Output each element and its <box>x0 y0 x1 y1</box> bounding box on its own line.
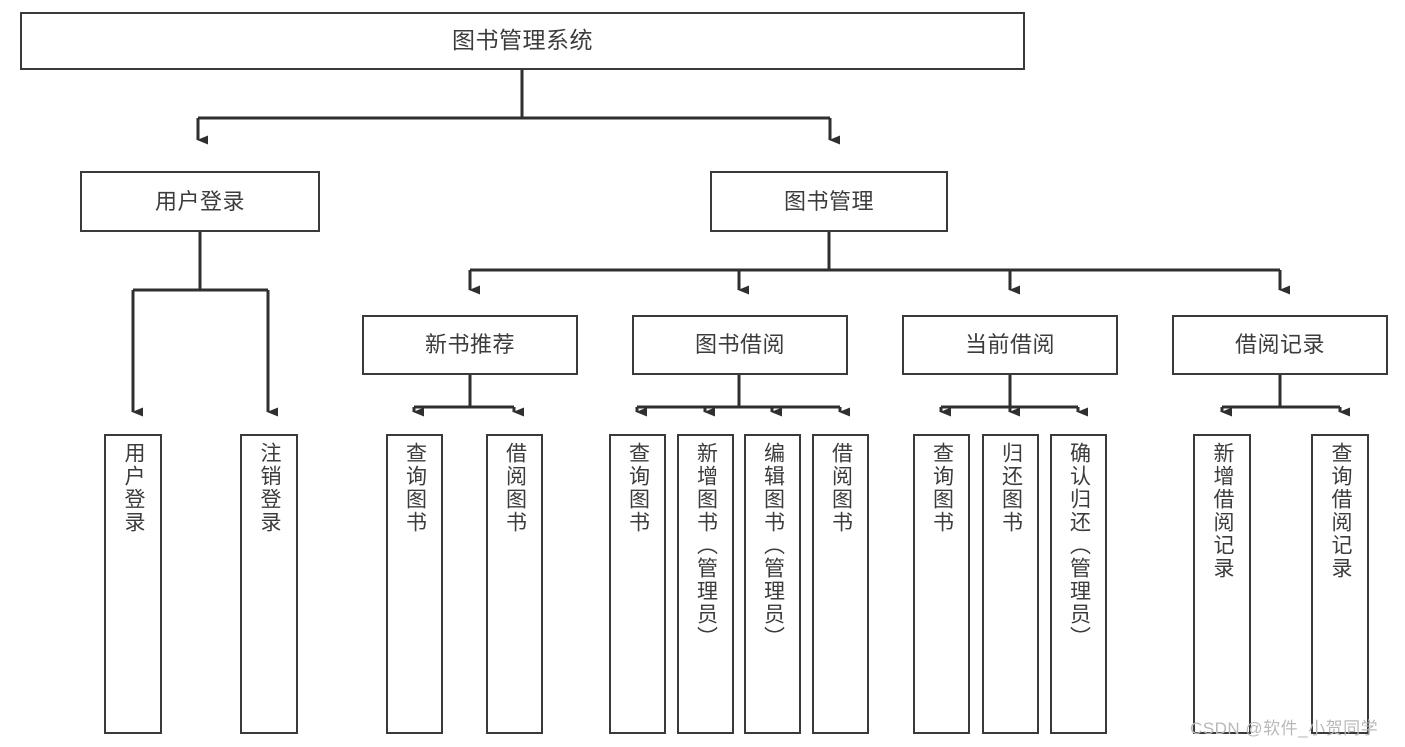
leaf-add-book-label: 新增图书（管理员） <box>694 442 718 649</box>
leaf-edit-book-label: 编辑图书（管理员） <box>761 442 785 649</box>
leaf-query-borrow-record-label: 查询借阅记录 <box>1329 442 1353 580</box>
leaf-add-book[interactable]: 新增图书（管理员） <box>677 434 734 734</box>
node-borrow-record-label: 借阅记录 <box>1234 332 1325 358</box>
leaf-borrow-book-recommend-label: 借阅图书 <box>503 442 527 534</box>
node-book-manage[interactable]: 图书管理 <box>710 171 948 232</box>
leaf-query-book-current[interactable]: 查询图书 <box>913 434 970 734</box>
node-current-borrow[interactable]: 当前借阅 <box>902 315 1118 375</box>
leaf-query-book-recommend[interactable]: 查询图书 <box>386 434 443 734</box>
leaf-borrow-book[interactable]: 借阅图书 <box>812 434 869 734</box>
node-book-manage-label: 图书管理 <box>783 188 874 214</box>
leaf-add-borrow-record[interactable]: 新增借阅记录 <box>1193 434 1251 734</box>
node-current-borrow-label: 当前借阅 <box>964 332 1055 358</box>
leaf-query-book-recommend-label: 查询图书 <box>403 442 427 534</box>
leaf-query-borrow-record[interactable]: 查询借阅记录 <box>1311 434 1369 734</box>
node-user-login[interactable]: 用户登录 <box>80 171 320 232</box>
node-root-label: 图书管理系统 <box>452 27 593 54</box>
leaf-user-login[interactable]: 用户登录 <box>104 434 162 734</box>
node-new-book-recommend-label: 新书推荐 <box>424 332 515 358</box>
node-user-login-label: 用户登录 <box>154 188 245 214</box>
leaf-borrow-book-label: 借阅图书 <box>829 442 853 534</box>
leaf-edit-book[interactable]: 编辑图书（管理员） <box>744 434 801 734</box>
node-book-borrow-label: 图书借阅 <box>694 332 785 358</box>
leaf-user-login-label: 用户登录 <box>122 442 146 534</box>
node-root[interactable]: 图书管理系统 <box>20 12 1025 70</box>
leaf-confirm-return[interactable]: 确认归还（管理员） <box>1050 434 1107 734</box>
leaf-return-book-label: 归还图书 <box>999 442 1023 534</box>
leaf-logout[interactable]: 注销登录 <box>240 434 298 734</box>
leaf-query-book-borrow[interactable]: 查询图书 <box>609 434 666 734</box>
leaf-add-borrow-record-label: 新增借阅记录 <box>1211 442 1235 580</box>
node-borrow-record[interactable]: 借阅记录 <box>1172 315 1388 375</box>
node-book-borrow[interactable]: 图书借阅 <box>632 315 848 375</box>
leaf-return-book[interactable]: 归还图书 <box>982 434 1039 734</box>
watermark: CSDN @软件_小贺同学 <box>1190 719 1379 738</box>
leaf-query-book-current-label: 查询图书 <box>930 442 954 534</box>
leaf-logout-label: 注销登录 <box>258 442 282 534</box>
node-new-book-recommend[interactable]: 新书推荐 <box>362 315 578 375</box>
leaf-borrow-book-recommend[interactable]: 借阅图书 <box>486 434 543 734</box>
leaf-confirm-return-label: 确认归还（管理员） <box>1067 442 1091 649</box>
leaf-query-book-borrow-label: 查询图书 <box>626 442 650 534</box>
